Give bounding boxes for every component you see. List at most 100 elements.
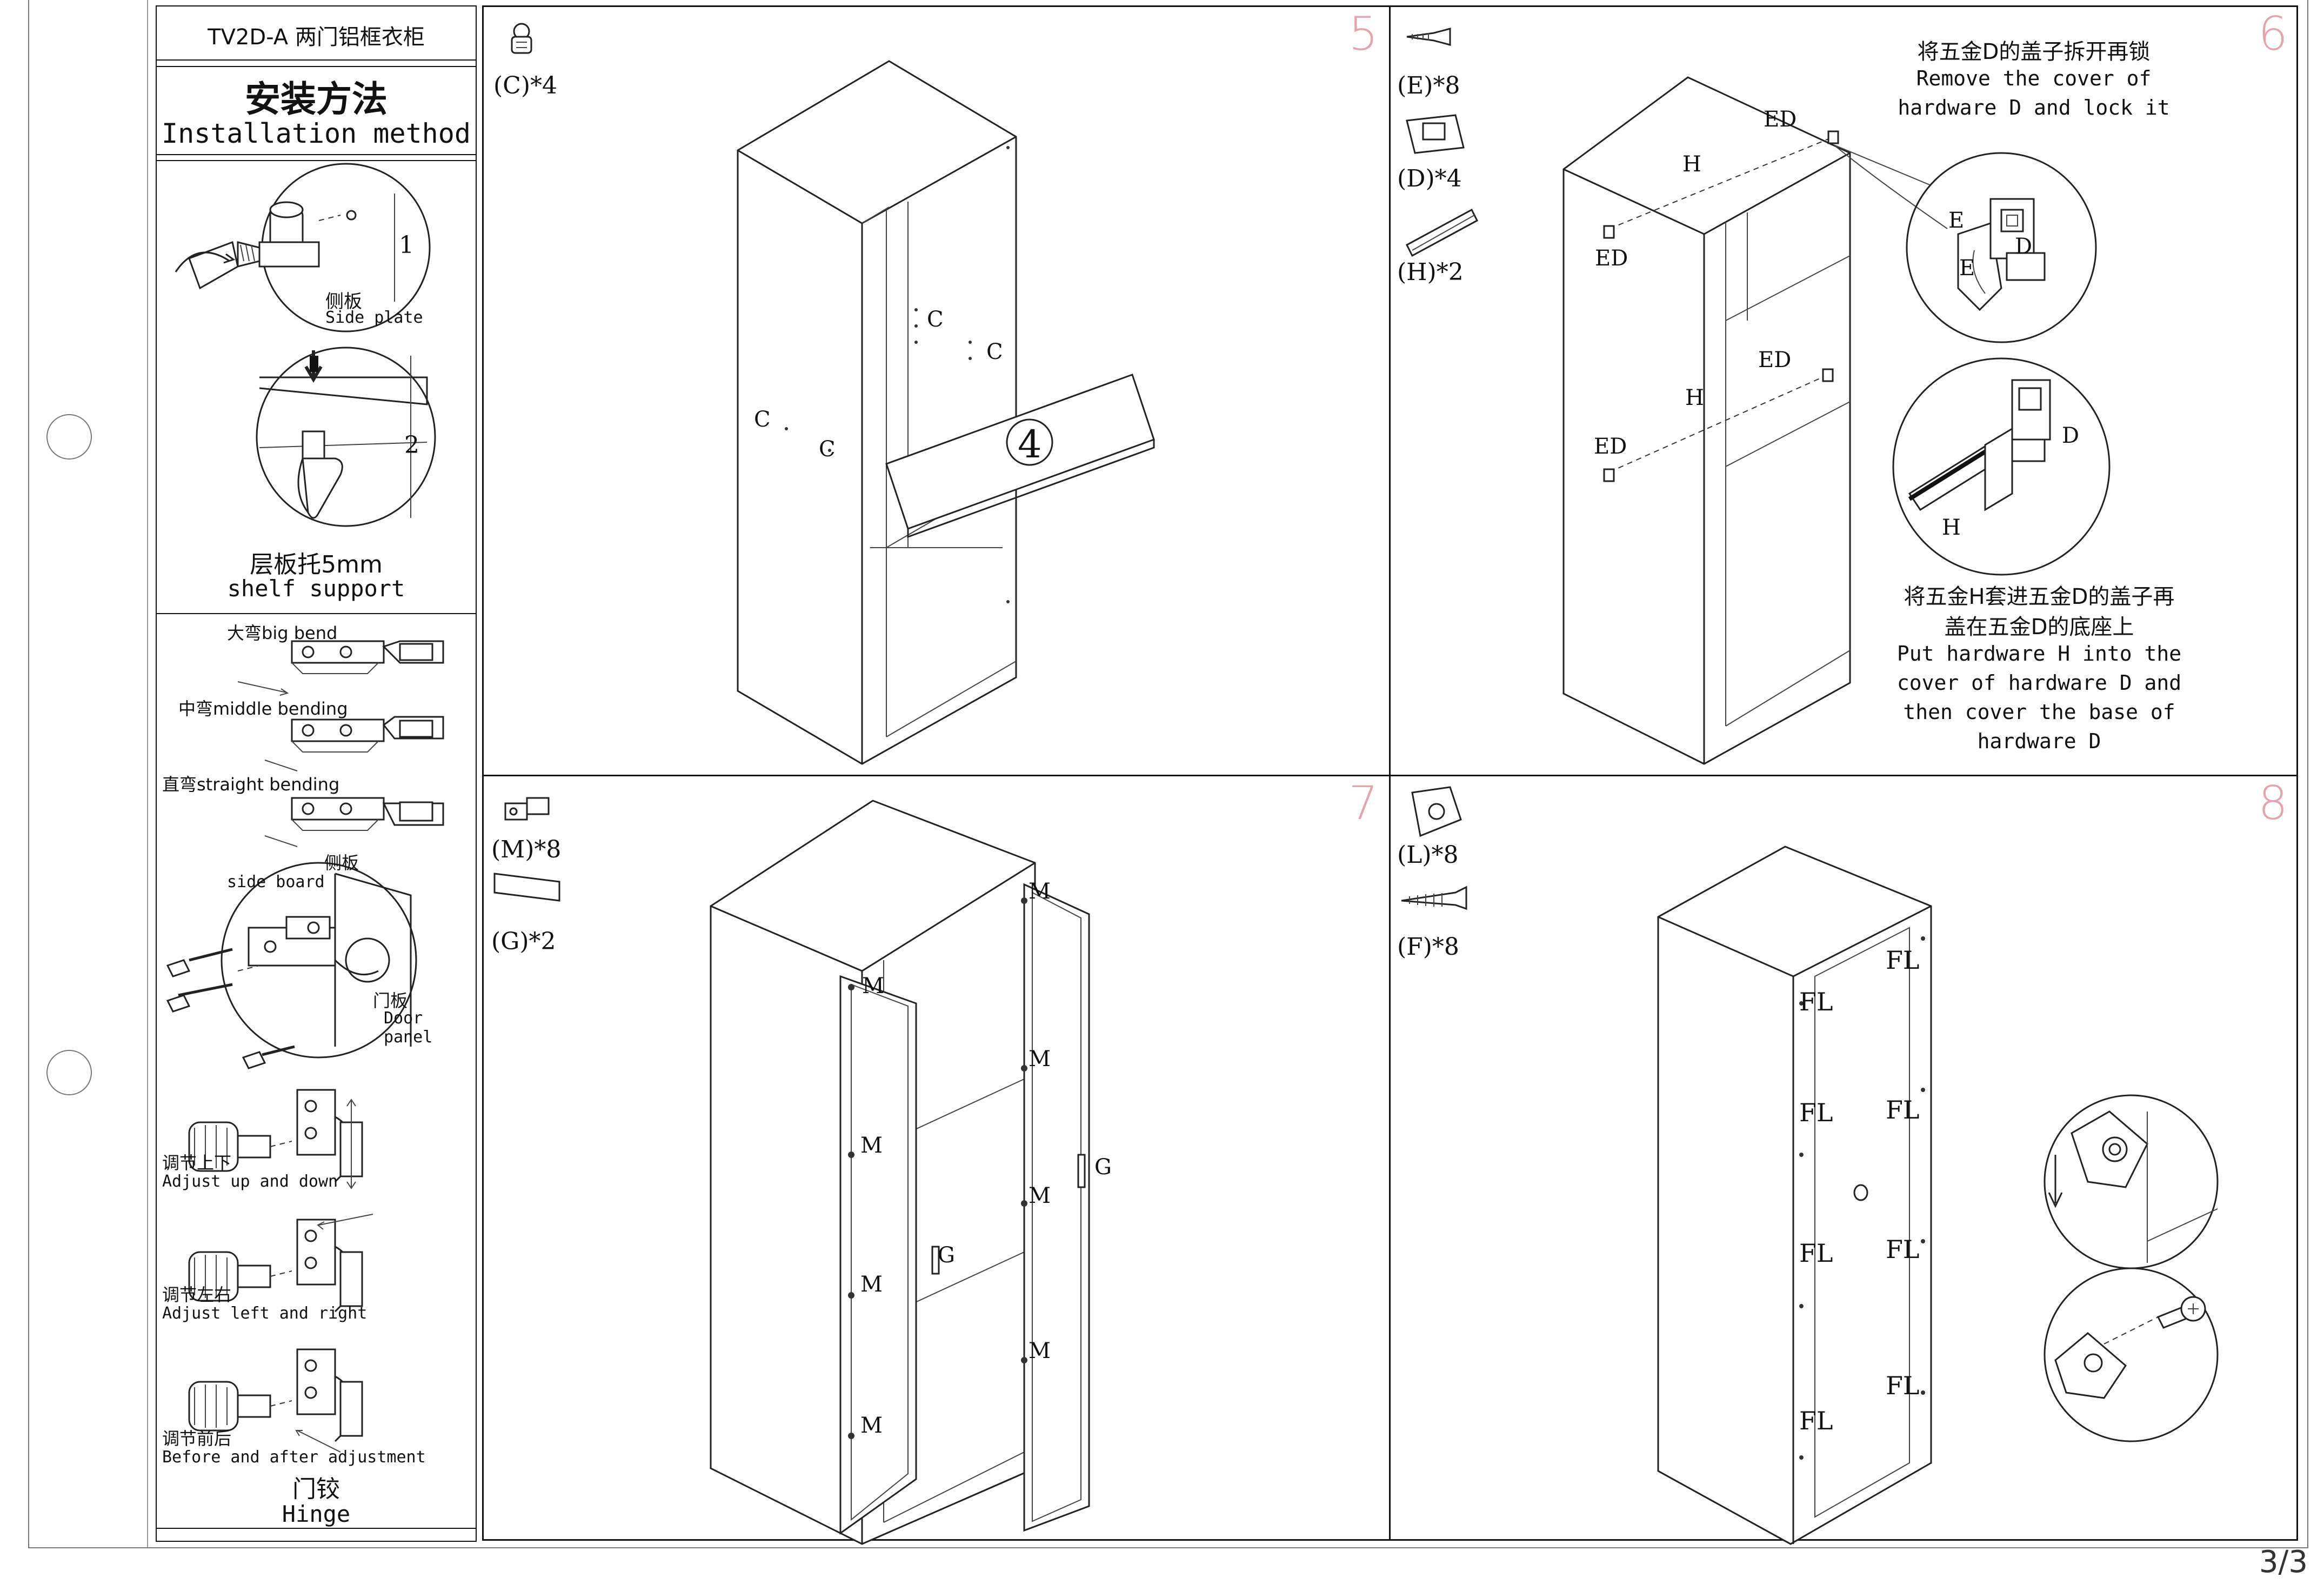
part-d-qty: (D)*4	[1397, 165, 1462, 192]
step-7-number: 7	[1348, 776, 1378, 830]
side-plate-en: Side plate	[325, 308, 423, 327]
label-m-3: M	[860, 1272, 883, 1297]
step-5-illustration	[484, 7, 1389, 775]
label-m-5: M	[1029, 879, 1051, 904]
model-title: TV2D-A 两门铝框衣柜	[208, 25, 425, 50]
door-panel-cn: 门板	[373, 990, 408, 1011]
middle-bending-label: 中弯middle bending	[178, 698, 348, 719]
part-f-qty: (F)*8	[1397, 933, 1459, 961]
shelf-support-box: 1 2 侧板 Side plate 层板托5mm shelf support	[157, 160, 476, 614]
label-h-mid: H	[1685, 385, 1704, 410]
label-ed-mid-left: ED	[1594, 434, 1627, 459]
part-e-qty: (E)*8	[1397, 72, 1460, 99]
page-count: 3/3	[2259, 1545, 2308, 1580]
binder-hole-bottom	[46, 1050, 92, 1095]
label-fl-3: FL	[1886, 1095, 1920, 1124]
binding-line	[147, 0, 148, 1547]
step-6-panel: 6	[1391, 7, 2299, 775]
method-title-box: 安装方法 Installation method	[157, 66, 476, 155]
straight-bending-label: 直弯straight bending	[162, 774, 340, 795]
label-ed-mid-right: ED	[1758, 348, 1792, 372]
big-bend-label: 大弯big bend	[227, 623, 338, 643]
adjust-frontback-cn: 调节前后	[162, 1428, 232, 1449]
label-h-top: H	[1682, 152, 1701, 177]
label-fl-2: FL	[1799, 987, 1833, 1016]
label-m-4: M	[860, 1413, 883, 1438]
note-2-cn-line-1: 将五金H套进五金D的盖子再	[1904, 584, 2175, 609]
label-fl-4: FL	[1799, 1098, 1833, 1127]
grid-vertical-divider	[1389, 7, 1391, 1539]
step-8-number: 8	[2258, 776, 2288, 830]
method-title-en: Installation method	[162, 118, 471, 149]
step-6-illustration	[1391, 7, 2299, 775]
label-d-top: D	[2015, 234, 2033, 259]
hinge-box-bottom-rule	[157, 1528, 476, 1529]
label-m-1: M	[862, 974, 884, 999]
note-1-en-line-1: Remove the cover of	[1916, 66, 2152, 90]
adjust-updown-cn: 调节上下	[162, 1153, 232, 1173]
shelf-support-caption-cn: 层板托5mm	[250, 551, 383, 578]
part-h-qty: (H)*2	[1397, 258, 1464, 286]
page-frame	[28, 0, 2308, 1548]
label-ed-top-right: ED	[1764, 107, 1797, 132]
side-board-cn: 侧板	[324, 853, 359, 873]
label-g-right: G	[1094, 1155, 1112, 1180]
adjust-frontback-en: Before and after adjustment	[162, 1448, 426, 1467]
shelf-support-illustration	[157, 161, 476, 615]
label-c-4: C	[819, 437, 836, 462]
hinge-caption-en: Hinge	[282, 1501, 351, 1527]
label-c-3: C	[754, 407, 771, 432]
label-m-6: M	[1029, 1047, 1051, 1071]
label-e-bottom: E	[1959, 256, 1975, 281]
step-5-panel: 5	[484, 7, 1389, 775]
side-plate-cn: 侧板	[325, 291, 362, 312]
label-m-2: M	[860, 1133, 883, 1158]
hinge-box: 大弯big bend 中弯middle bending 直弯straight b…	[157, 614, 476, 1530]
part-m-qty: (M)*8	[491, 836, 562, 863]
side-board-en: side board	[227, 873, 325, 891]
label-fl-5: FL	[1886, 1235, 1920, 1264]
label-d-bottom: D	[2062, 423, 2080, 448]
adjust-updown-en: Adjust up and down	[162, 1172, 338, 1191]
step-7-illustration	[484, 776, 1389, 1541]
shelf-support-caption-en: shelf support	[227, 575, 405, 602]
method-title-cn: 安装方法	[245, 78, 388, 120]
label-ed-top-left: ED	[1595, 246, 1628, 271]
step-6-number: 6	[2258, 7, 2288, 61]
note-2-en-line-1: Put hardware H into the	[1896, 642, 2182, 665]
label-e-top: E	[1948, 208, 1965, 233]
hinge-caption-cn: 门铰	[292, 1475, 340, 1503]
step-1-number: 1	[399, 231, 414, 259]
label-fl-6: FL	[1799, 1239, 1833, 1268]
part-l-qty: (L)*8	[1397, 841, 1459, 869]
step-8-illustration	[1391, 776, 2299, 1541]
step-2-number: 2	[404, 431, 419, 459]
steps-grid: 5	[482, 5, 2298, 1541]
label-h-circle: H	[1942, 515, 1961, 540]
label-fl-1: FL	[1886, 946, 1920, 975]
binder-hole-top	[46, 414, 92, 460]
part-g-qty: (G)*2	[491, 928, 556, 955]
note-2-cn-line-2: 盖在五金D的底座上	[1944, 615, 2134, 640]
step-5-number: 5	[1348, 7, 1378, 61]
label-m-7: M	[1029, 1183, 1051, 1208]
sidebar: TV2D-A 两门铝框衣柜 安装方法 Installation method	[156, 5, 477, 1542]
note-2-en-line-4: hardware D	[1977, 729, 2101, 753]
label-fl-8: FL	[1799, 1406, 1833, 1435]
step-7-panel: 7	[484, 776, 1389, 1541]
note-1-en-line-2: hardware D and lock it	[1898, 96, 2170, 119]
label-m-8: M	[1029, 1339, 1051, 1363]
hinge-illustration	[157, 614, 476, 1479]
part-c-qty: (C)*4	[493, 72, 557, 99]
label-c-2: C	[986, 340, 1003, 364]
adjust-leftright-en: Adjust left and right	[162, 1304, 368, 1323]
note-2-en-line-3: then cover the base of	[1903, 700, 2175, 724]
grid-horizontal-divider	[484, 775, 2296, 776]
shelf-part-number: 4	[1018, 422, 1042, 467]
label-c-1: C	[927, 307, 944, 332]
adjust-leftright-cn: 调节左右	[162, 1284, 232, 1305]
step-8-panel: 8	[1391, 776, 2299, 1541]
model-title-box: TV2D-A 两门铝框衣柜	[157, 6, 476, 61]
label-fl-7: FL	[1886, 1371, 1920, 1400]
note-1-cn: 将五金D的盖子拆开再锁	[1917, 39, 2151, 64]
